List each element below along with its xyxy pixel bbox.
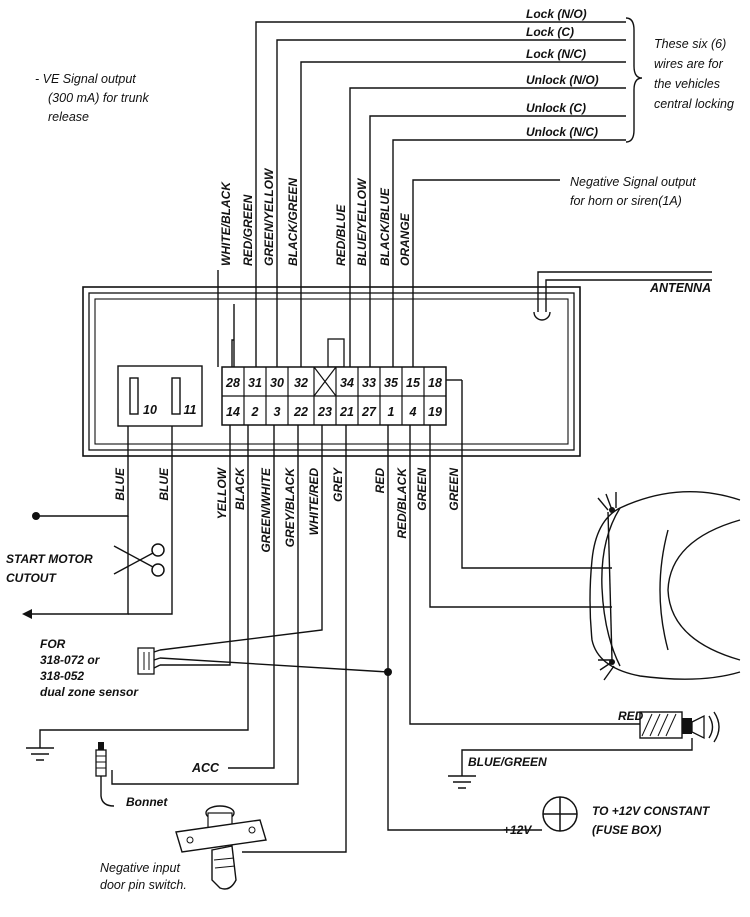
relay-pin-11: 11: [184, 403, 197, 417]
bottom-wire-lines: [22, 379, 640, 853]
acc-label: ACC: [191, 761, 220, 775]
relay-pin-10: 10: [143, 403, 157, 417]
constant-line-1: TO +12V CONSTANT: [592, 804, 711, 818]
ground-icon: [26, 747, 54, 761]
pin-bottom-7: 1: [388, 405, 395, 419]
start-motor-cutout-label: START MOTOR CUTOUT: [6, 552, 93, 585]
pin-top-8: 15: [406, 376, 421, 390]
siren-icon: [639, 711, 720, 743]
sensor-note-3: 318-052: [40, 669, 84, 683]
car-outline-icon: [589, 490, 741, 681]
pin-bottom-1: 2: [251, 405, 259, 419]
pin-bottom-3: 22: [293, 405, 308, 419]
start-motor-line-2: CUTOUT: [6, 571, 57, 585]
horn-siren-note: Negative Signal output for horn or siren…: [570, 175, 696, 208]
central-locking-labels: Lock (N/O) Lock (C) Lock (N/C) Unlock (N/O)…: [526, 7, 599, 139]
fuse-symbol: [542, 796, 578, 832]
locking-note-4: central locking: [654, 97, 734, 111]
pin-top-9: 18: [428, 376, 442, 390]
lock-label-5: Unlock (N/C): [526, 125, 598, 139]
top-wire-label-6: BLACK/BLUE: [378, 187, 392, 266]
blue-wire-label-0: BLUE: [113, 467, 127, 501]
blue-green-label: BLUE/GREEN: [468, 755, 547, 769]
locking-note-3: the vehicles: [654, 77, 720, 91]
dual-zone-sensor: FOR 318-072 or 318-052 dual zone sensor: [40, 637, 161, 699]
bottom-wire-label-2: GREEN/WHITE: [259, 467, 273, 553]
pin-bottom-8: 4: [409, 405, 417, 419]
pin-top-2: 30: [270, 376, 284, 390]
blue-wire-label-1: BLUE: [157, 467, 171, 501]
lock-label-3: Unlock (N/O): [526, 73, 599, 87]
antenna-wire: ANTENNA: [533, 271, 712, 321]
top-wire-label-2: GREEN/YELLOW: [262, 167, 276, 266]
sensor-note-4: dual zone sensor: [40, 685, 139, 699]
pin-top-6: 33: [362, 376, 376, 390]
top-wire-label-4: RED/BLUE: [334, 204, 348, 266]
scissors-icon: [113, 543, 165, 577]
bottom-wire-label-1: BLACK: [233, 467, 247, 510]
pin-bottom-0: 14: [226, 405, 240, 419]
pin-bottom-5: 21: [339, 405, 354, 419]
trunk-note-1: - VE Signal output: [35, 72, 136, 86]
trunk-release-note: - VE Signal output (300 mA) for trunk re…: [35, 72, 149, 124]
bottom-wire-label-4: WHITE/RED: [307, 468, 321, 536]
pin-top-3: 32: [294, 376, 308, 390]
trunk-note-3: release: [48, 110, 89, 124]
locking-note-1: These six (6): [654, 37, 726, 51]
trunk-note-2: (300 mA) for trunk: [48, 91, 149, 105]
locking-note-2: wires are for: [654, 57, 724, 71]
top-wire-label-5: BLUE/YELLOW: [355, 177, 369, 266]
bottom-wire-label-5: GREY: [331, 467, 345, 502]
pin-bottom-4: 23: [317, 405, 332, 419]
bonnet-switch-icon: [95, 742, 115, 807]
central-locking-note: These six (6) wires are for the vehicles…: [654, 37, 734, 111]
horn-note-2: for horn or siren(1A): [570, 194, 682, 208]
pin-top-0: 28: [225, 376, 240, 390]
central-locking-bracket: [625, 17, 643, 143]
pin-bottom-9: 19: [428, 405, 442, 419]
bonnet-label: Bonnet: [126, 795, 168, 809]
top-wire-labels: WHITE/BLACK RED/GREEN GREEN/YELLOW BLACK/GR…: [219, 167, 412, 266]
pin-top-7: 35: [384, 376, 399, 390]
top-wire-label-3: BLACK/GREEN: [286, 178, 300, 266]
plus12-label: +12V: [503, 823, 532, 837]
top-wire-label-7: ORANGE: [398, 212, 412, 266]
ground-icon-right: [448, 775, 476, 789]
door-pin-note-1: Negative input: [100, 861, 180, 875]
lock-label-1: Lock (C): [526, 25, 574, 39]
bottom-wire-labels: YELLOW BLACK GREEN/WHITE GREY/BLACK WHITE/RE…: [113, 466, 461, 552]
top-wire-lines: [217, 21, 626, 367]
bottom-wire-label-7: RED/BLACK: [395, 467, 409, 539]
pin-top-5: 34: [340, 376, 354, 390]
lock-label-4: Unlock (C): [526, 101, 586, 115]
pin-bottom-2: 3: [274, 405, 281, 419]
lock-label-2: Lock (N/C): [526, 47, 586, 61]
start-motor-line-1: START MOTOR: [6, 552, 93, 566]
bottom-wire-label-3: GREY/BLACK: [283, 467, 297, 548]
bottom-wire-label-8: GREEN: [415, 468, 429, 511]
main-connector: [221, 338, 447, 426]
door-pin-switch-icon: [175, 805, 267, 890]
door-pin-note-2: door pin switch.: [100, 878, 187, 892]
constant-line-2: (FUSE BOX): [592, 823, 661, 837]
bottom-wire-label-6: RED: [373, 468, 387, 494]
relay-connector: 10 11: [117, 365, 203, 427]
horn-note-1: Negative Signal output: [570, 175, 696, 189]
alarm-module: [82, 286, 581, 457]
blue-green-wire: [461, 738, 693, 776]
pin-bottom-6: 27: [361, 405, 377, 419]
top-wire-label-1: RED/GREEN: [241, 194, 255, 266]
lock-label-0: Lock (N/O): [526, 7, 587, 21]
antenna-label: ANTENNA: [649, 281, 711, 295]
sensor-note-2: 318-072 or: [40, 653, 101, 667]
top-wire-label-0: WHITE/BLACK: [219, 181, 233, 266]
pin-top-1: 31: [248, 376, 262, 390]
bottom-wire-label-9: GREEN: [447, 468, 461, 511]
fuse-red-label: RED: [618, 709, 644, 723]
sensor-note-1: FOR: [40, 637, 66, 651]
bottom-wire-label-0: YELLOW: [215, 466, 229, 519]
